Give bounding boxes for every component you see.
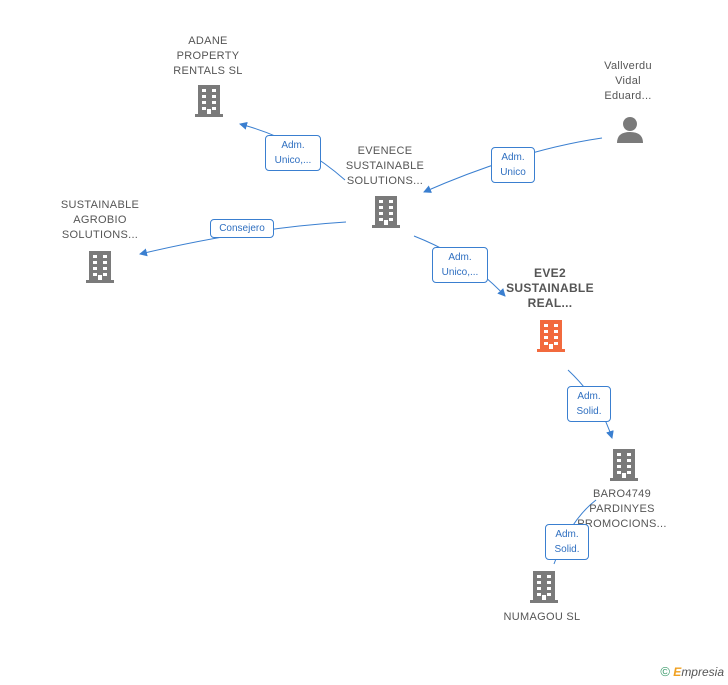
node-label-vallverdu[interactable]: Vallverdu Vidal Eduard... [604,60,652,102]
building-icon[interactable] [86,251,114,283]
brand-name: mpresia [681,665,724,679]
building-icon-focus[interactable] [537,320,565,352]
node-label-evenece[interactable]: EVENECE SUSTAINABLE SOLUTIONS... [345,145,425,187]
edge-label-consejero: Consejero [210,219,274,238]
node-label-adane[interactable]: ADANE PROPERTY RENTALS SL [173,35,243,77]
edge-label-adm-unico: Adm. Unico,... [265,135,321,171]
building-icon[interactable] [530,571,558,603]
edge-label-adm-solid: Adm. Solid. [567,386,611,422]
copyright-symbol: © [660,664,670,679]
brand-initial: E [673,665,682,679]
building-icon[interactable] [610,449,638,481]
empresia-logo: © Empresia [660,664,724,679]
edge-label-adm-unico: Adm. Unico [491,147,535,183]
edge-label-adm-solid: Adm. Solid. [545,524,589,560]
node-label-baro[interactable]: BARO4749 PARDINYES PROMOCIONS... [577,488,667,530]
node-label-agrobio[interactable]: SUSTAINABLE AGROBIO SOLUTIONS... [60,199,140,241]
node-label-numagou[interactable]: NUMAGOU SL [503,611,581,623]
edge-label-adm-unico: Adm. Unico,... [432,247,488,283]
person-icon[interactable] [617,117,643,143]
building-icon[interactable] [372,196,400,228]
node-label-eve2[interactable]: EVE2 SUSTAINABLE REAL... [506,266,594,310]
building-icon[interactable] [195,85,223,117]
